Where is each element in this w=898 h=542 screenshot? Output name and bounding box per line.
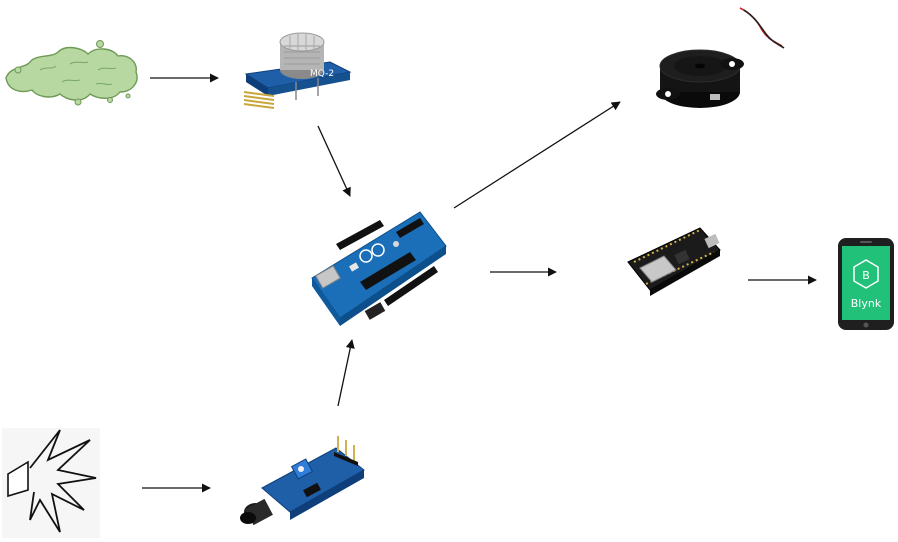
arrow-mq2-to-arduino [317, 125, 351, 197]
arduino-uno-icon [311, 211, 447, 326]
smoke-icon [5, 40, 138, 106]
sound-burst-icon [2, 428, 100, 538]
nodemcu-esp8266-icon [627, 227, 721, 296]
mq2-gas-sensor-icon: MQ-2 [243, 32, 352, 109]
gas-sensor-label: MQ-2 [310, 69, 334, 79]
arrow-module-to-arduino [337, 339, 355, 407]
arrows [142, 73, 817, 493]
arrow-arduino-to-buzzer [453, 101, 621, 209]
blynk-phone-icon: B Blynk [838, 238, 894, 330]
blynk-logo-letter: B [862, 269, 870, 282]
buzzer-icon [656, 7, 785, 108]
sound-sensor-module-icon [240, 436, 365, 526]
blynk-app-label: Blynk [851, 297, 882, 310]
